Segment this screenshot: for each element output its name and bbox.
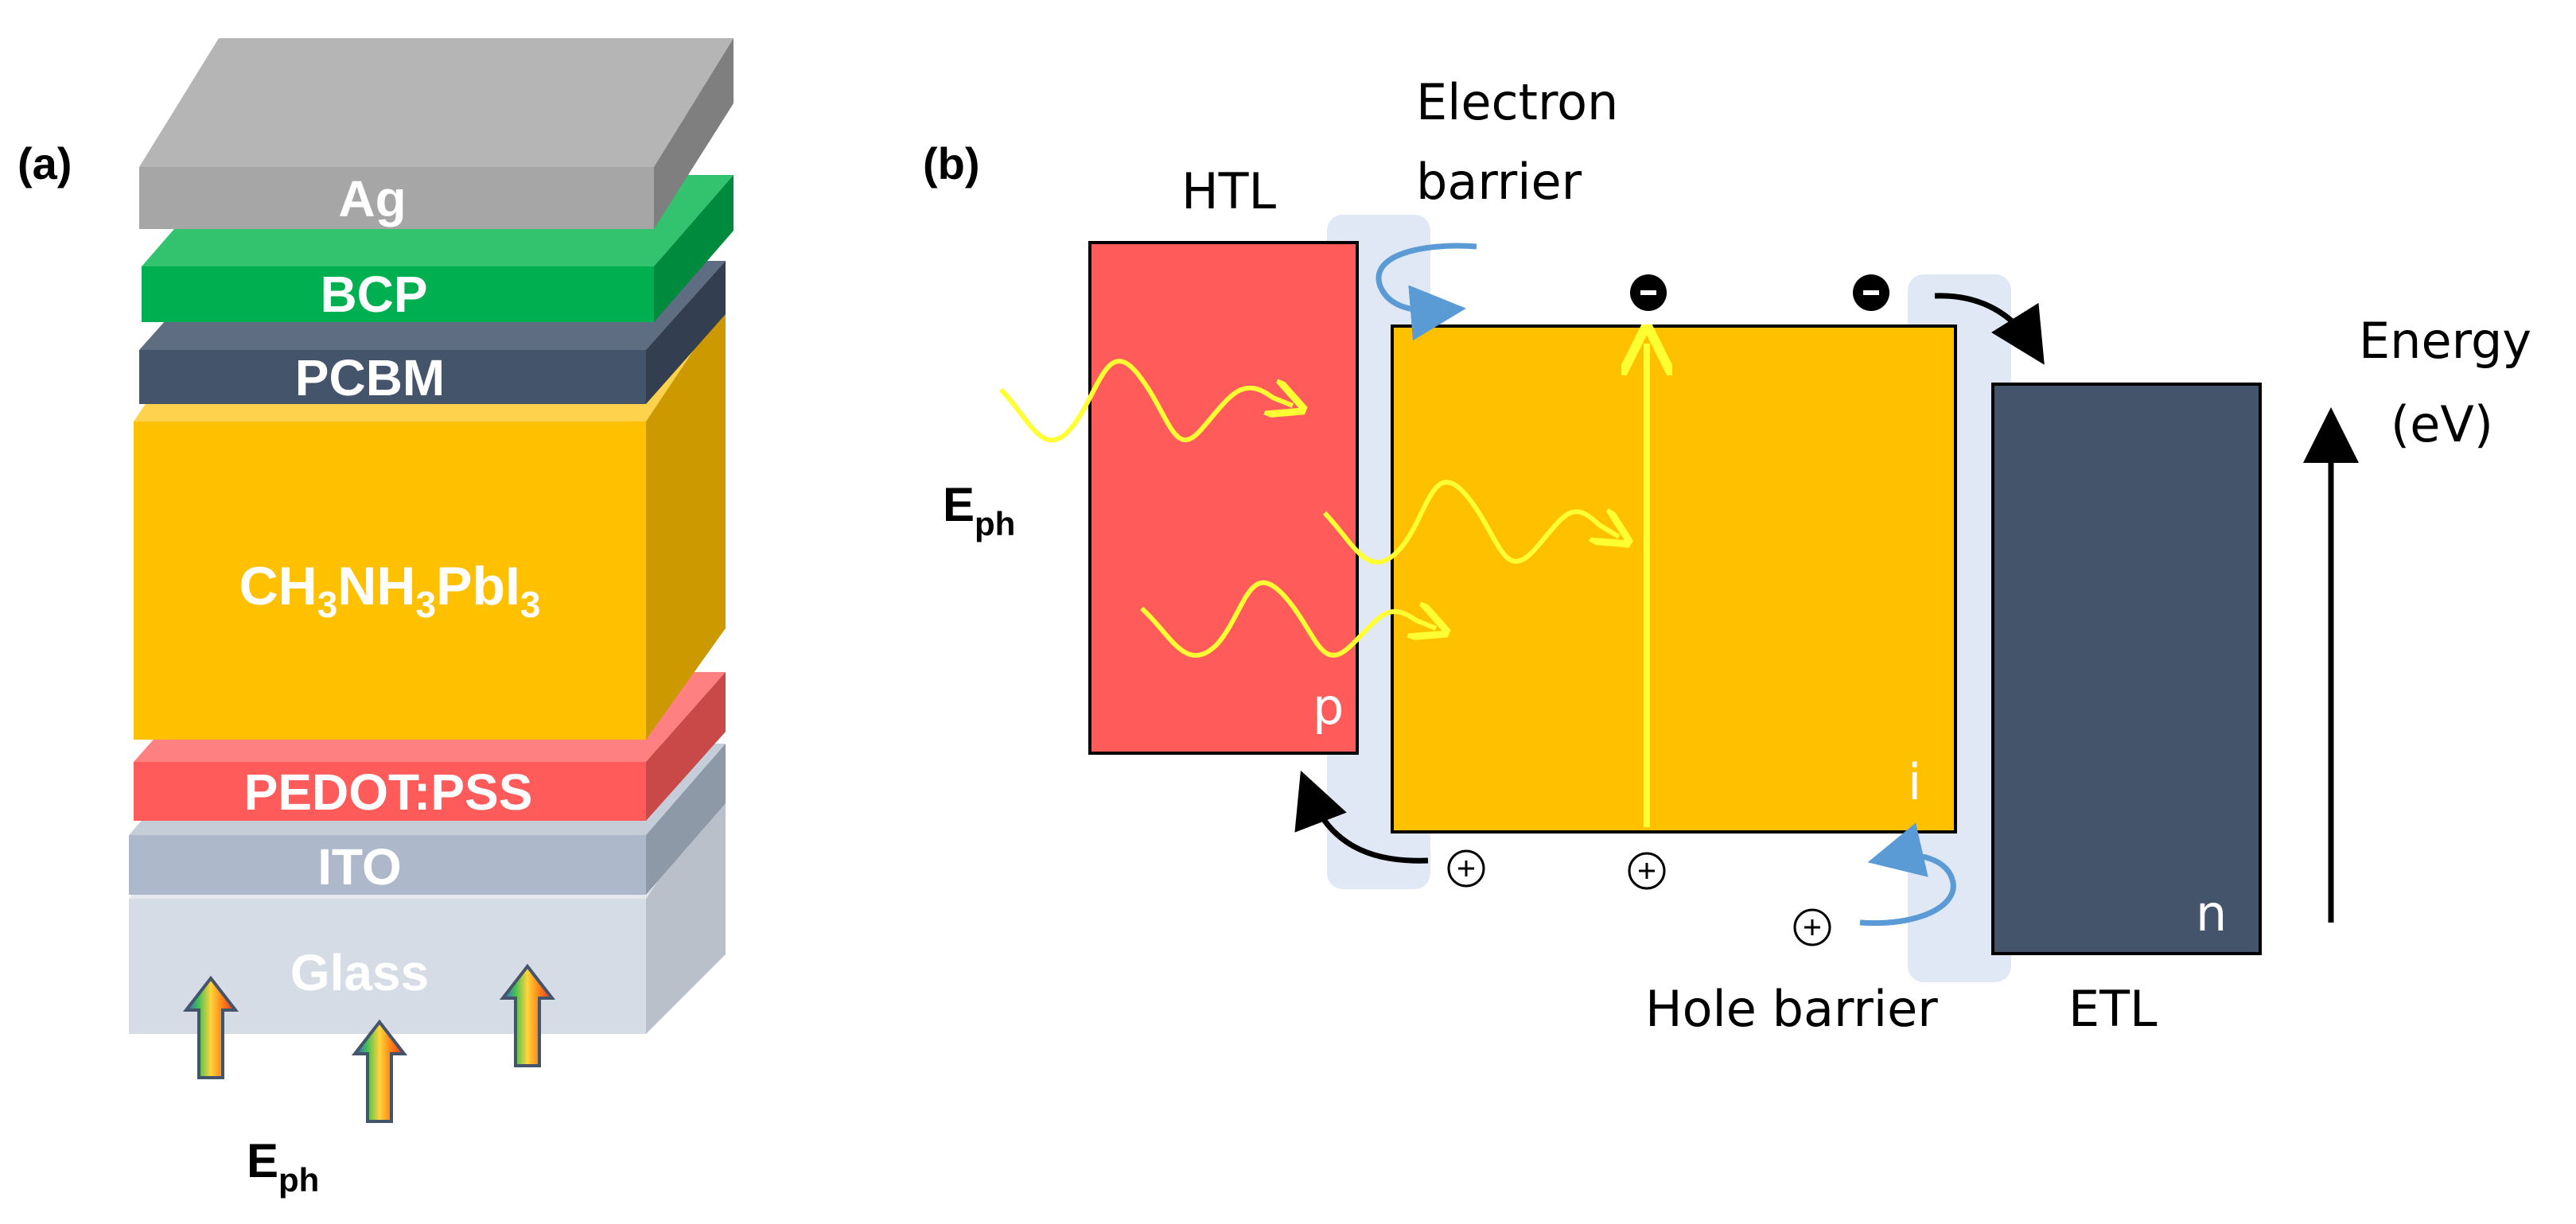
hole-blocked-arrow (1859, 822, 1956, 927)
layer-ito-label: ITO (317, 838, 402, 896)
photon-wave (1322, 480, 1619, 565)
hole-symbol (1793, 908, 1831, 946)
incident-light-arrow (351, 1019, 408, 1123)
electron-symbol (1853, 274, 1889, 311)
electron-blocked-arrow (1376, 243, 1477, 341)
hole-extraction-arrow (1294, 770, 1429, 864)
n-label: n (2196, 884, 2227, 942)
panel-a: (a) Glass ITO PEDOT:PSS (18, 38, 733, 1199)
panel-b: (b) p i n HTL Electron barrier Hole barr… (923, 73, 2531, 1038)
hole-symbol (1628, 852, 1666, 890)
electron-barrier-label-2: barrier (1416, 153, 1582, 211)
layer-ag-label: Ag (338, 170, 406, 227)
layer-glass-label: Glass (290, 944, 429, 1001)
layer-perovskite-label: CH3NH3PbI3 (239, 556, 540, 625)
electron-symbol (1630, 274, 1667, 311)
incident-light-arrow (182, 975, 239, 1079)
incident-light-arrow (499, 963, 556, 1067)
photon-energy-label-b: Eph (943, 478, 1015, 542)
electron-extraction-arrow (1934, 293, 2045, 365)
p-label: p (1313, 678, 1344, 736)
layer-bcp-label: BCP (320, 266, 427, 323)
etl-label: ETL (2068, 980, 2158, 1038)
energy-axis-unit: (eV) (2391, 395, 2493, 453)
hole-barrier-label: Hole barrier (1645, 980, 1938, 1038)
photon-wave (998, 359, 1293, 443)
htl-label: HTL (1181, 162, 1276, 220)
htl-block (1088, 241, 1359, 755)
energy-axis-label: Energy (2359, 312, 2531, 370)
layer-pedot-label: PEDOT:PSS (244, 764, 533, 821)
photon-energy-label-a: Eph (247, 1134, 319, 1199)
photon-wave (1140, 580, 1436, 658)
layer-pcbm-label: PCBM (295, 349, 445, 406)
hole-symbol (1447, 849, 1485, 888)
panel-b-label: (b) (923, 138, 980, 188)
i-label: i (1908, 753, 1921, 811)
layer-ag: Ag (139, 38, 733, 229)
panel-a-label: (a) (18, 138, 72, 188)
etl-block (1991, 383, 2262, 955)
perovskite-block (1391, 324, 1957, 833)
electron-barrier-label: Electron (1416, 73, 1618, 131)
